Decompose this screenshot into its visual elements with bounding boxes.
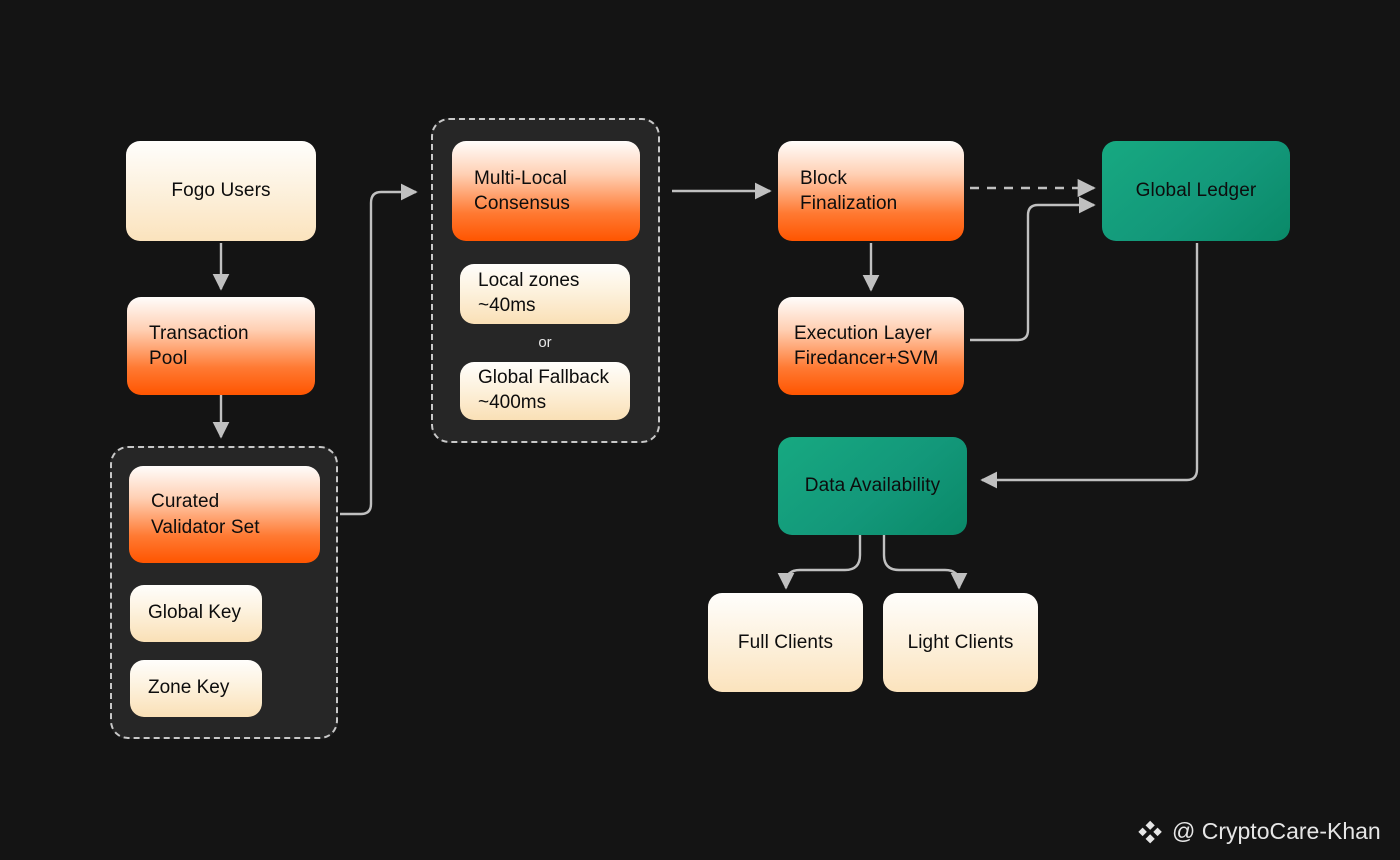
node-global-key-label: Global Key	[148, 602, 241, 624]
edge-da-to-light-clients	[882, 535, 968, 590]
node-global-ledger-label: Global Ledger	[1135, 180, 1257, 202]
node-zone-key[interactable]: Zone Key	[130, 660, 262, 717]
or-separator-text: or	[538, 334, 552, 351]
node-full-clients-label: Full Clients	[737, 631, 834, 653]
node-transaction-pool-label: Transaction Pool	[149, 322, 249, 369]
node-multi-local-consensus[interactable]: Multi-Local Consensus	[452, 141, 640, 241]
node-data-availability[interactable]: Data Availability	[778, 437, 967, 535]
node-fogo-users-label: Fogo Users	[171, 180, 271, 202]
node-transaction-pool[interactable]: Transaction Pool	[127, 297, 315, 395]
or-separator-label: or	[460, 334, 630, 351]
node-zone-key-label: Zone Key	[148, 677, 230, 699]
edge-da-to-full-clients	[777, 535, 862, 590]
node-global-key[interactable]: Global Key	[130, 585, 262, 642]
node-execution-layer-label: Execution Layer Firedancer+SVM	[794, 322, 939, 369]
watermark-handle: @ CryptoCare-Khan	[1172, 818, 1381, 844]
binance-diamond-icon	[1138, 820, 1162, 843]
node-fogo-users[interactable]: Fogo Users	[126, 141, 316, 241]
node-global-fallback-label: Global Fallback ~400ms	[478, 367, 609, 413]
node-curated-validator-set[interactable]: Curated Validator Set	[129, 466, 320, 563]
node-block-finalization-label: Block Finalization	[800, 167, 898, 214]
watermark: @ CryptoCare-Khan	[1137, 818, 1381, 845]
node-local-zones-label: Local zones ~40ms	[478, 270, 580, 316]
node-full-clients[interactable]: Full Clients	[708, 593, 863, 692]
node-execution-layer[interactable]: Execution Layer Firedancer+SVM	[778, 297, 964, 395]
node-light-clients[interactable]: Light Clients	[883, 593, 1038, 692]
node-block-finalization[interactable]: Block Finalization	[778, 141, 964, 241]
node-global-fallback[interactable]: Global Fallback ~400ms	[460, 362, 630, 420]
edge-ledger-to-data-availability	[980, 243, 1199, 489]
node-multi-local-consensus-label: Multi-Local Consensus	[474, 167, 570, 214]
node-data-availability-label: Data Availability	[804, 475, 941, 497]
node-curated-validator-set-label: Curated Validator Set	[151, 491, 260, 538]
edge-execution-to-ledger	[970, 196, 1096, 342]
node-global-ledger[interactable]: Global Ledger	[1102, 141, 1290, 241]
node-local-zones[interactable]: Local zones ~40ms	[460, 264, 630, 324]
edge-validators-to-consensus	[340, 183, 418, 516]
node-light-clients-label: Light Clients	[907, 631, 1014, 653]
